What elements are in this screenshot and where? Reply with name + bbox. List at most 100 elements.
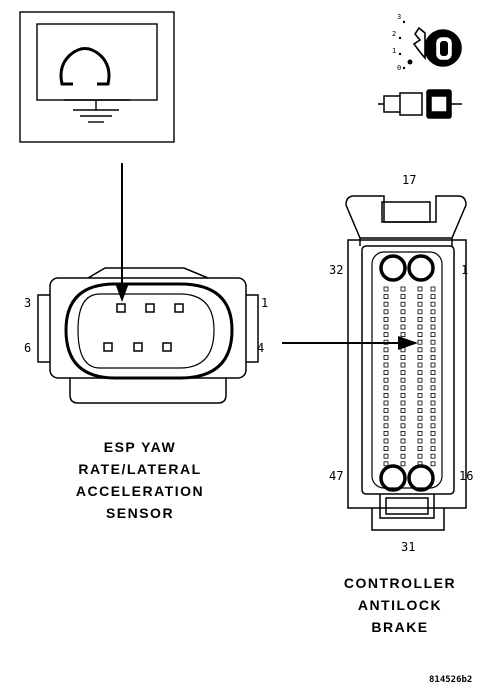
controller-pin xyxy=(400,385,406,391)
controller-pin xyxy=(417,354,423,360)
controller-pin xyxy=(430,286,436,292)
controller-pin xyxy=(417,438,423,444)
controller-pin xyxy=(383,392,389,398)
controller-pin xyxy=(383,400,389,406)
controller-pin xyxy=(400,309,406,315)
controller-pin xyxy=(417,294,423,300)
controller-pin xyxy=(430,339,436,345)
figure-id: 814526b2 xyxy=(429,675,473,685)
controller-pin xyxy=(383,461,389,467)
controller-pin-label-47: 47 xyxy=(329,469,344,483)
controller-pin xyxy=(400,339,406,345)
controller-pin xyxy=(400,286,406,292)
controller-pin xyxy=(400,370,406,376)
controller-pin xyxy=(383,301,389,307)
controller-pin xyxy=(417,377,423,383)
controller-pin xyxy=(417,309,423,315)
controller-pin xyxy=(430,294,436,300)
controller-pin xyxy=(400,362,406,368)
controller-pin xyxy=(417,301,423,307)
controller-pin xyxy=(417,316,423,322)
controller-pin xyxy=(417,339,423,345)
controller-pin xyxy=(383,339,389,345)
controller-pin xyxy=(400,430,406,436)
controller-pin xyxy=(417,370,423,376)
controller-pin xyxy=(400,423,406,429)
controller-pin xyxy=(383,430,389,436)
controller-title-line: ANTILOCK xyxy=(357,597,443,613)
sensor-title-line: ACCELERATION xyxy=(75,483,205,499)
controller-pin xyxy=(430,301,436,307)
controller-pin xyxy=(417,286,423,292)
probe-arrow-controller xyxy=(282,336,418,350)
sensor-pin-5 xyxy=(133,342,143,352)
controller-pin xyxy=(383,309,389,315)
controller-pin xyxy=(383,294,389,300)
controller-pin xyxy=(430,370,436,376)
controller-pin-label-32: 32 xyxy=(329,263,344,277)
controller-pin xyxy=(430,332,436,338)
controller-pin xyxy=(400,332,406,338)
controller-pin xyxy=(383,347,389,353)
controller-pin xyxy=(417,423,423,429)
controller-pin xyxy=(417,324,423,330)
controller-pin xyxy=(383,362,389,368)
controller-pin xyxy=(383,453,389,459)
controller-pin xyxy=(400,438,406,444)
controller-pin-label-31: 31 xyxy=(401,540,416,554)
sensor-title-line: ESP YAW xyxy=(103,439,177,455)
controller-pin xyxy=(383,324,389,330)
controller-pin xyxy=(430,408,436,414)
controller-pin xyxy=(383,286,389,292)
controller-pin xyxy=(400,301,406,307)
controller-pin xyxy=(383,316,389,322)
controller-title-line: CONTROLLER xyxy=(343,575,457,591)
controller-pin xyxy=(400,446,406,452)
controller-pin xyxy=(417,415,423,421)
controller-pin xyxy=(383,354,389,360)
ignition-key-icon xyxy=(407,26,462,67)
controller-pin xyxy=(430,400,436,406)
key-position-1: 1 xyxy=(392,47,397,55)
sensor-title-line: RATE/LATERAL xyxy=(78,461,202,477)
controller-pin xyxy=(417,446,423,452)
controller-pin xyxy=(383,385,389,391)
controller-pin xyxy=(430,362,436,368)
controller-pin xyxy=(417,400,423,406)
controller-pin xyxy=(400,415,406,421)
controller-pin xyxy=(430,438,436,444)
controller-pin xyxy=(430,385,436,391)
controller-pin-label-1: 1 xyxy=(461,263,469,277)
sensor-pin-label-1: 1 xyxy=(261,296,269,310)
controller-pin xyxy=(430,354,436,360)
sensor-title: ESP YAW RATE/LATERAL ACCELERATION SENSOR xyxy=(40,436,240,524)
controller-pin xyxy=(383,332,389,338)
controller-pin xyxy=(383,423,389,429)
controller-pin xyxy=(417,347,423,353)
controller-pin xyxy=(383,377,389,383)
controller-pin xyxy=(400,324,406,330)
controller-pin xyxy=(430,446,436,452)
controller-pin xyxy=(383,408,389,414)
controller-pin xyxy=(417,332,423,338)
connector-plug-icon xyxy=(378,89,462,119)
controller-pin xyxy=(417,453,423,459)
controller-pin xyxy=(430,461,436,467)
sensor-pin-2 xyxy=(145,303,155,313)
controller-pin xyxy=(383,446,389,452)
controller-pin xyxy=(430,415,436,421)
controller-title: CONTROLLER ANTILOCK BRAKE xyxy=(320,572,480,638)
controller-pin xyxy=(400,294,406,300)
controller-pin xyxy=(430,392,436,398)
sensor-pin-6 xyxy=(103,342,113,352)
ohmmeter-icon xyxy=(19,11,175,143)
controller-pin xyxy=(430,347,436,353)
key-position-3: 3 xyxy=(397,13,402,21)
controller-pin xyxy=(383,438,389,444)
key-position-2: 2 xyxy=(392,30,397,38)
controller-pin xyxy=(400,316,406,322)
sensor-pin-label-3: 3 xyxy=(24,296,32,310)
controller-pin-label-17: 17 xyxy=(402,173,417,187)
controller-pin xyxy=(400,400,406,406)
